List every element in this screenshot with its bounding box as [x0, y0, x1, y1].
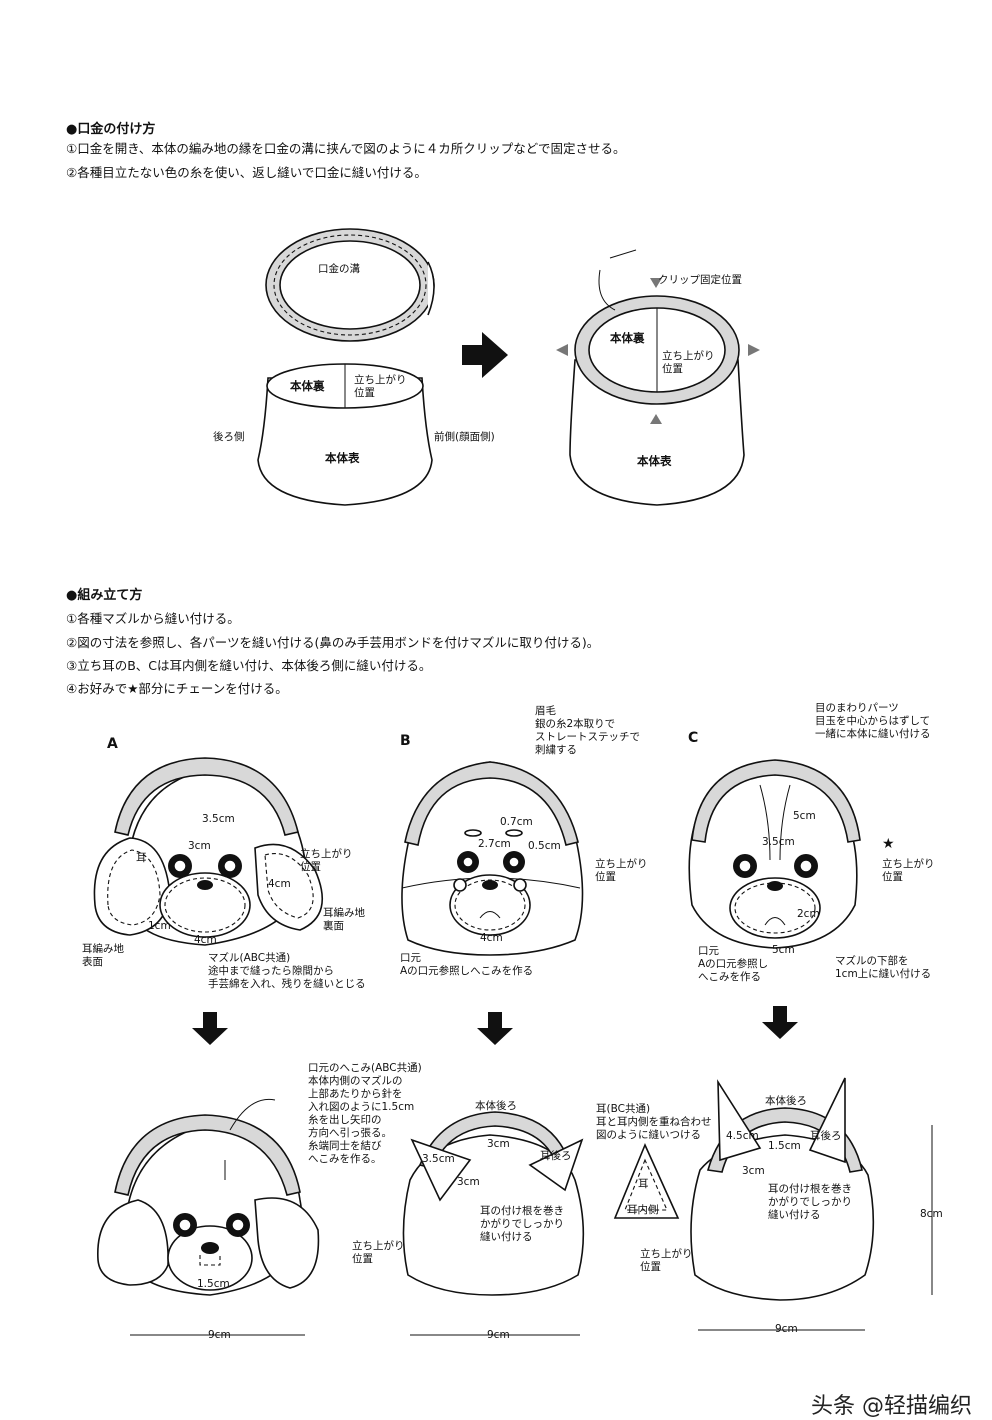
watermark: 头条 @轻描编织: [811, 1394, 972, 1419]
bc-d3: 3cm: [742, 1165, 765, 1177]
fb-d05: 0.5cm: [528, 840, 561, 852]
label-front-side: 前側(顔面側): [434, 431, 495, 443]
fc-muzzle-low: マズルの下部を 1cm上に縫い付ける: [835, 955, 932, 980]
fb-mouth: 口元 Aの口元参照しへこみを作る: [400, 952, 534, 977]
label-rise-left: 立ち上がり 位置: [354, 374, 407, 399]
label-groove: 口金の溝: [318, 263, 360, 275]
bc-earback: 耳後ろ: [810, 1130, 842, 1142]
bottom-c-face: [690, 1077, 933, 1331]
arrow-down-icon-b: [477, 1012, 513, 1045]
fc-eyepart: 目のまわりパーツ 目玉を中心からはずして 一緒に本体に縫い付ける: [815, 702, 931, 740]
clip-marker-bottom: [650, 414, 662, 424]
fc-star: ★: [882, 836, 895, 852]
label-back-side: 後ろ側: [213, 431, 245, 443]
bc-height: 8cm: [920, 1208, 943, 1220]
clip-marker-top: [650, 278, 662, 288]
ear-note: 耳(BC共通) 耳と耳内側を重ね合わせ 図のように縫いつける: [596, 1103, 712, 1141]
figure-a-face: [93, 757, 324, 946]
fa-d4b: 4cm: [194, 934, 217, 946]
fa-rise: 立ち上がり 位置: [300, 848, 353, 873]
arrow-right-icon: [462, 332, 508, 378]
fa-d35: 3.5cm: [202, 813, 235, 825]
bb-rise: 立ち上がり 位置: [352, 1240, 405, 1265]
clip-marker-right: [748, 344, 760, 356]
fc-rise: 立ち上がり 位置: [882, 858, 935, 883]
figure-b-face: [401, 761, 584, 956]
ear-label: 耳: [638, 1178, 649, 1190]
bb-earback: 耳後ろ: [540, 1150, 572, 1162]
ba-width: 9cm: [208, 1329, 231, 1341]
fb-d07: 0.7cm: [500, 816, 533, 828]
label-clip-position: クリップ固定位置: [658, 274, 742, 286]
fa-d3: 3cm: [188, 840, 211, 852]
fc-mouth: 口元 Aの口元参照し へこみを作る: [698, 945, 769, 983]
fb-d27: 2.7cm: [478, 838, 511, 850]
section2-step4: ④お好みで★部分にチェーンを付ける。: [66, 681, 288, 696]
section1-step2: ②各種目立たない色の糸を使い、返し縫いで口金に縫い付ける。: [66, 165, 427, 180]
clip-marker-left: [556, 344, 568, 356]
purse-body-left: [257, 363, 433, 506]
bc-back: 本体後ろ: [765, 1095, 807, 1107]
bottom-a-face: [97, 1098, 320, 1336]
bc-d45: 4.5cm: [726, 1130, 759, 1142]
ear-bc-diagram: [613, 1142, 680, 1219]
fc-d2: 2cm: [797, 908, 820, 920]
fa-muzzle: マズル(ABC共通) 途中まで縫ったら隙間から 手芸綿を入れ、残りを縫いとじる: [208, 952, 366, 990]
figure-a-letter: A: [107, 736, 118, 752]
bc-d15: 1.5cm: [768, 1140, 801, 1152]
bc-width: 9cm: [775, 1323, 798, 1335]
ba-dent: 口元のへこみ(ABC共通) 本体内側のマズルの 上部あたりから針を 入れ図のよう…: [308, 1062, 422, 1165]
bb-d3b: 3cm: [457, 1176, 480, 1188]
bb-back: 本体後ろ: [475, 1100, 517, 1112]
section2-title: ●組み立て方: [66, 588, 143, 603]
bottom-b-face: [402, 1111, 585, 1336]
fa-ear-front: 耳編み地 表面: [82, 943, 124, 968]
figure-c-letter: C: [688, 730, 699, 746]
label-outer-right: 本体表: [637, 454, 672, 468]
fc-d35: 3.5cm: [762, 836, 795, 848]
bb-d3: 3cm: [487, 1138, 510, 1150]
bb-width: 9cm: [487, 1329, 510, 1341]
label-inner-right: 本体裏: [610, 331, 645, 345]
section1-step1: ①口金を開き、本体の編み地の縁を口金の溝に挟んで図のように４カ所クリップなどで固…: [66, 141, 626, 156]
label-outer-left: 本体表: [325, 451, 360, 465]
figure-c-face: [688, 759, 861, 949]
label-rise-right: 立ち上がり 位置: [662, 350, 715, 375]
label-inner-left: 本体裏: [290, 379, 325, 393]
purse-frame-open: [265, 228, 435, 342]
fb-d4: 4cm: [480, 932, 503, 944]
arrow-down-icon-c: [762, 1006, 798, 1039]
figure-b-letter: B: [400, 733, 411, 749]
arrow-down-icon-a: [192, 1012, 228, 1045]
fa-ear-back: 耳編み地 裏面: [323, 907, 365, 932]
bb-attach: 耳の付け根を巻き かがりでしっかり 縫い付ける: [480, 1205, 564, 1243]
purse-body-right: [569, 249, 745, 506]
fc-d5: 5cm: [793, 810, 816, 822]
bc-rise: 立ち上がり 位置: [640, 1248, 693, 1273]
ba-d15: 1.5cm: [197, 1278, 230, 1290]
fa-d4a: 4cm: [268, 878, 291, 890]
ear-inner-label: 耳内側: [627, 1204, 659, 1216]
bb-d35: 3.5cm: [422, 1153, 455, 1165]
fb-rise: 立ち上がり 位置: [595, 858, 648, 883]
section2-step1: ①各種マズルから縫い付ける。: [66, 611, 240, 626]
bc-attach: 耳の付け根を巻き かがりでしっかり 縫い付ける: [768, 1183, 852, 1221]
section1-title: ●口金の付け方: [66, 122, 156, 137]
fa-ear: 耳: [136, 852, 147, 864]
section2-step2: ②図の寸法を参照し、各パーツを縫い付ける(鼻のみ手芸用ボンドを付けマズルに取り付…: [66, 635, 600, 650]
fc-d5b: 5cm: [772, 944, 795, 956]
section2-step3: ③立ち耳のB、Cは耳内側を縫い付け、本体後ろ側に縫い付ける。: [66, 658, 432, 673]
fb-brow: 眉毛 銀の糸2本取りで ストレートステッチで 刺繍する: [535, 705, 640, 756]
fa-d1: 1cm: [148, 920, 171, 932]
